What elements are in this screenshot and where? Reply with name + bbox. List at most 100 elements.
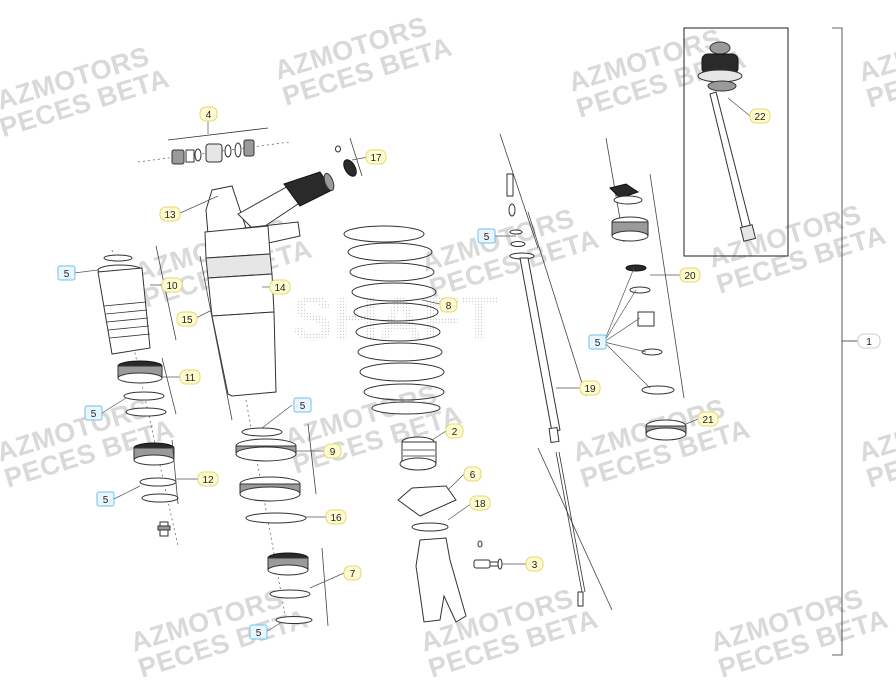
middle-column-axis (245, 399, 287, 621)
reservoir-cap-part (97, 254, 151, 355)
svg-text:5: 5 (484, 232, 490, 243)
callout-9[interactable]: 9 (323, 443, 342, 459)
washer (125, 407, 167, 417)
callout-5-rod[interactable]: 5 (477, 228, 496, 244)
svg-text:19: 19 (584, 384, 596, 395)
bracket-shock-body (199, 255, 233, 421)
svg-text:11: 11 (185, 373, 196, 384)
svg-text:4: 4 (206, 110, 212, 121)
svg-text:5: 5 (256, 628, 262, 639)
svg-text:21: 21 (702, 415, 714, 426)
svg-text:2: 2 (452, 427, 458, 438)
callout-11[interactable]: 11 (179, 369, 201, 385)
svg-text:6: 6 (470, 470, 476, 481)
svg-text:5: 5 (103, 495, 109, 506)
washer (411, 522, 449, 532)
assembly-bracket (832, 27, 843, 656)
locknut-part (239, 476, 301, 502)
leader-lines (73, 97, 751, 633)
callout-17[interactable]: 17 (365, 149, 387, 165)
valve-part (157, 521, 171, 537)
callout-5-seals[interactable]: 5 (588, 334, 607, 350)
callout-12[interactable]: 12 (197, 471, 219, 487)
washer (123, 391, 165, 401)
callout-5-middle-top[interactable]: 5 (293, 397, 312, 413)
callout-3[interactable]: 3 (525, 556, 544, 572)
callout-8[interactable]: 8 (439, 297, 458, 313)
svg-text:12: 12 (202, 475, 214, 486)
bump-stop-part (399, 436, 437, 471)
svg-text:15: 15 (181, 315, 193, 326)
callout-5-left-bottom[interactable]: 5 (96, 491, 115, 507)
svg-text:3: 3 (532, 560, 538, 571)
svg-text:14: 14 (274, 283, 286, 294)
svg-text:10: 10 (166, 281, 178, 292)
washer (139, 477, 177, 487)
callout-18[interactable]: 18 (469, 495, 491, 511)
callout-20[interactable]: 20 (679, 267, 701, 283)
eyelet-hardware-part (171, 139, 255, 165)
bracket-10 (155, 245, 177, 341)
svg-text:22: 22 (754, 112, 766, 123)
bearing-part (133, 442, 175, 466)
callout-15[interactable]: 15 (176, 311, 198, 327)
callout-2[interactable]: 2 (445, 423, 464, 439)
watermark: AZMOTORS PECES BETA (0, 41, 173, 143)
callout-5-left-mid[interactable]: 5 (84, 405, 103, 421)
bracket-20 (649, 173, 685, 399)
bracket-11 (161, 357, 177, 415)
watermark: AZMOTORS PECES BETA (705, 199, 890, 300)
bracket-7 (321, 547, 329, 627)
spring-collar-part (235, 438, 297, 462)
long-needle (555, 451, 583, 593)
svg-text:5: 5 (300, 401, 306, 412)
svg-text:16: 16 (330, 513, 342, 524)
adjuster-small-parts (335, 145, 357, 177)
watermark: AZMOTORS PECES BETA (569, 393, 754, 494)
clevis-cup-part (397, 485, 457, 517)
watermark: AZMOTORS PECES BETA (271, 11, 456, 112)
callout-5-middle-bottom[interactable]: 5 (249, 624, 268, 640)
bracket-19 (527, 211, 587, 397)
watermark: AZMOTORS PECES BETA (855, 13, 896, 114)
callout-16[interactable]: 16 (325, 509, 347, 525)
piston-rod-part (506, 173, 586, 607)
damper-rod-part (697, 41, 757, 242)
callout-22[interactable]: 22 (749, 108, 771, 124)
washer (275, 616, 313, 624)
spring-retainer-part (267, 552, 309, 576)
piston-seal-part (117, 360, 163, 384)
svg-text:5: 5 (595, 338, 601, 349)
top-out-ring-part (645, 419, 687, 441)
callout-layer: 4 17 13 5 10 14 15 8 (57, 106, 881, 640)
callout-4[interactable]: 4 (199, 106, 218, 122)
shock-body-part (204, 171, 335, 397)
callout-10[interactable]: 10 (161, 277, 183, 293)
svg-text:8: 8 (446, 301, 452, 312)
svg-text:5: 5 (91, 409, 97, 420)
bracket-9 (307, 423, 317, 495)
callout-1[interactable]: 1 (857, 333, 881, 349)
svg-text:5: 5 (64, 269, 70, 280)
callout-5-reservoir[interactable]: 5 (57, 265, 76, 281)
svg-text:1: 1 (866, 337, 872, 348)
dotted-logo: SHAFT (292, 285, 499, 354)
svg-text:13: 13 (164, 210, 176, 221)
o-ring (241, 427, 283, 437)
callout-21[interactable]: 21 (697, 411, 719, 427)
callout-7[interactable]: 7 (343, 565, 362, 581)
callout-13[interactable]: 13 (159, 206, 181, 222)
svg-text:18: 18 (474, 499, 486, 510)
thin-ring (245, 512, 307, 524)
bracket-17 (349, 137, 363, 177)
callout-6[interactable]: 6 (463, 466, 482, 482)
lower-clevis-part (415, 537, 467, 623)
bracket-3 (537, 447, 613, 611)
callout-19[interactable]: 19 (579, 380, 601, 396)
svg-text:9: 9 (330, 447, 336, 458)
item4-bar (167, 127, 269, 141)
svg-text:20: 20 (684, 271, 696, 282)
callout-14[interactable]: 14 (269, 279, 291, 295)
